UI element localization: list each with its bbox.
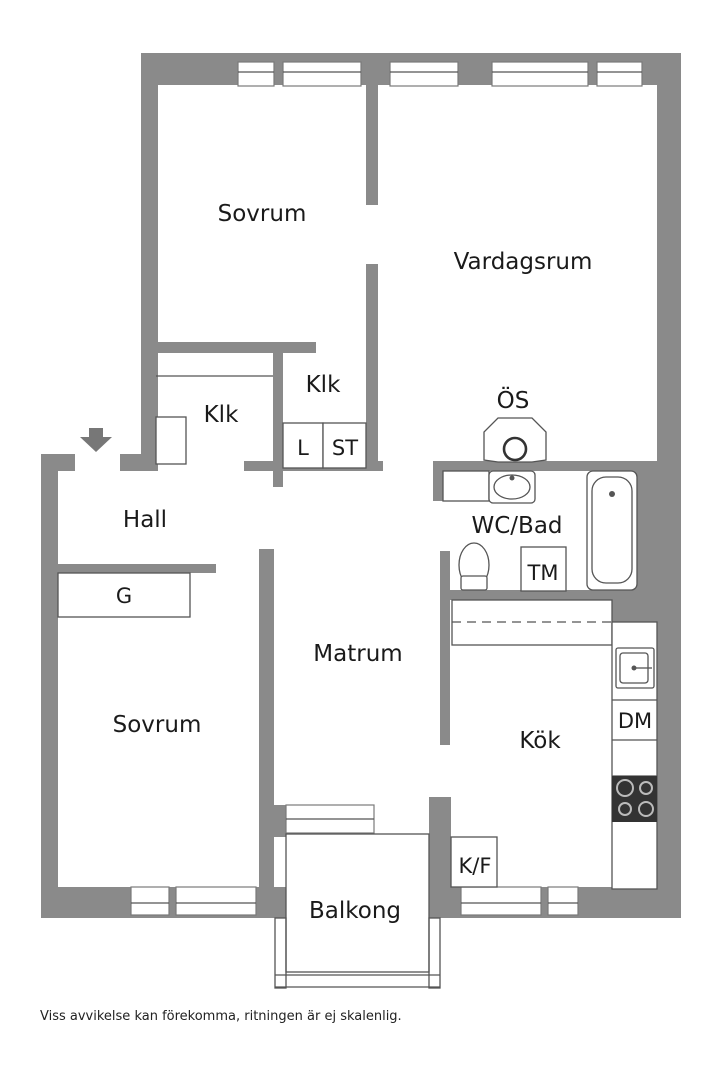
label-l: L: [297, 436, 309, 460]
tiled-stove-icon: [483, 417, 547, 463]
label-wc-bad: WC/Bad: [471, 513, 562, 539]
label-hall: Hall: [123, 507, 167, 533]
stove-icon: [612, 776, 657, 822]
exterior-walls: [41, 53, 681, 918]
room-labels: Sovrum Vardagsrum Klk Klk L ST ÖS Hall W…: [113, 201, 653, 924]
label-kok: Kök: [519, 728, 561, 754]
label-matrum: Matrum: [313, 641, 402, 667]
balcony-door: [285, 804, 375, 834]
label-dm: DM: [618, 709, 652, 733]
sink-icon: [488, 470, 536, 504]
label-tm: TM: [527, 561, 559, 585]
label-os: ÖS: [497, 386, 530, 414]
label-sovrum-top: Sovrum: [218, 201, 307, 227]
label-sovrum-bottom: Sovrum: [113, 712, 202, 738]
label-vardagsrum: Vardagsrum: [454, 249, 593, 275]
label-st: ST: [332, 436, 358, 460]
bathtub-icon: [586, 470, 638, 591]
toilet-icon: [458, 542, 490, 591]
entrance-arrow-icon: [80, 428, 112, 452]
kitchen-sink-icon: [615, 647, 655, 689]
label-balkong: Balkong: [309, 898, 401, 924]
label-klk-left: Klk: [204, 402, 239, 428]
label-klk-right: Klk: [306, 372, 341, 398]
label-g: G: [116, 584, 132, 608]
windows: [130, 61, 643, 916]
fixtures: [57, 375, 658, 890]
disclaimer-text: Viss avvikelse kan förekomma, ritningen …: [40, 1009, 402, 1024]
label-kf: K/F: [459, 854, 492, 878]
balcony: [274, 833, 441, 989]
